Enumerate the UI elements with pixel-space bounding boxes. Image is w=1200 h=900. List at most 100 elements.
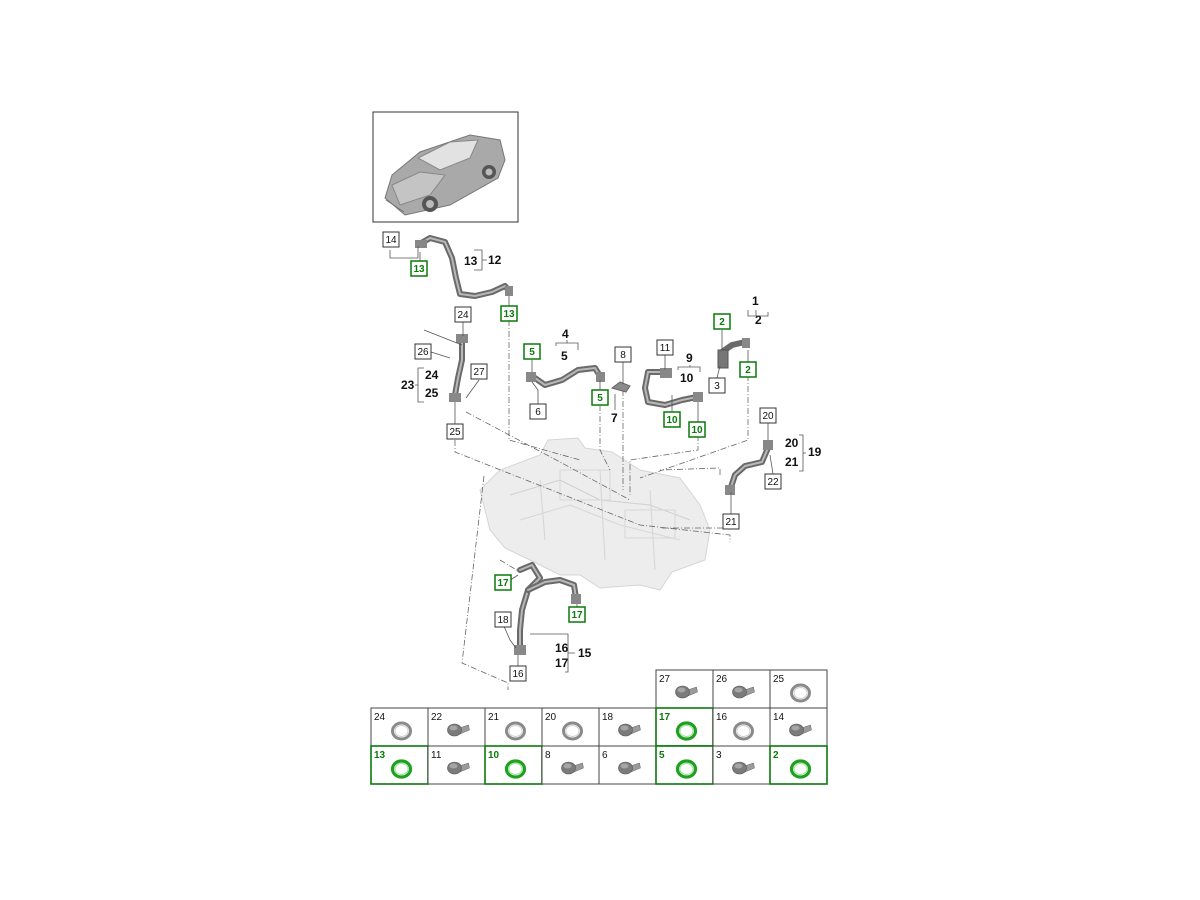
o-ring-icon	[562, 721, 583, 741]
part-cell-2: 2	[769, 745, 828, 785]
callout-8: 8	[614, 346, 632, 363]
callout-6: 6	[529, 403, 547, 420]
part-number: 8	[545, 750, 551, 761]
callout-18: 18	[494, 611, 512, 628]
o-ring-green-icon	[504, 759, 527, 779]
o-ring-icon	[391, 721, 412, 741]
callout-13: 13	[500, 305, 518, 322]
part-cell-8: 8	[541, 745, 600, 785]
group-7-total: 7	[611, 411, 618, 425]
group-15-total: 15	[578, 646, 592, 660]
callout-5: 5	[591, 389, 609, 406]
part-cell-26: 26	[712, 669, 771, 709]
callout-27: 27	[470, 363, 488, 380]
group-15: 16 17 15	[530, 633, 592, 673]
hose-19	[725, 440, 773, 495]
group-12-total: 12	[488, 253, 502, 267]
group-1-item-a: 2	[755, 313, 762, 327]
callout-text: 8	[620, 350, 626, 361]
callout-10: 10	[688, 421, 706, 438]
bolt-icon	[618, 761, 641, 775]
callout-text: 13	[413, 264, 425, 275]
callout-text: 22	[767, 477, 779, 488]
part-cell-10: 10	[484, 745, 543, 785]
part-number: 20	[545, 712, 557, 723]
part-number: 21	[488, 712, 500, 723]
o-ring-green-icon	[675, 759, 698, 779]
callout-20: 20	[759, 407, 777, 424]
part-cell-14: 14	[769, 707, 828, 747]
callout-text: 14	[385, 235, 397, 246]
callout-16: 16	[509, 665, 527, 682]
vehicle-thumbnail	[372, 111, 519, 223]
part-cell-5: 5	[655, 745, 714, 785]
callout-text: 13	[503, 309, 515, 320]
o-ring-icon	[505, 721, 526, 741]
callout-2: 2	[739, 361, 757, 378]
bolt-icon	[447, 761, 470, 775]
callout-labels: 1413132426272556581110102322022211717181…	[382, 231, 782, 682]
group-19: 20 21 19	[785, 434, 822, 472]
callout-22: 22	[764, 473, 782, 490]
callout-text: 26	[417, 347, 429, 358]
hose-1	[717, 338, 750, 369]
group-23-total: 23	[401, 378, 415, 392]
callout-text: 20	[762, 411, 774, 422]
hose-4	[526, 365, 605, 388]
part-number: 22	[431, 712, 443, 723]
o-ring-green-icon	[789, 759, 812, 779]
group-12: 13 12	[464, 249, 502, 271]
group-9: 9 10	[677, 351, 701, 385]
callout-text: 3	[714, 381, 720, 392]
part-cell-3: 3	[712, 745, 771, 785]
callout-17: 17	[494, 574, 512, 591]
part-cell-22: 22	[427, 707, 486, 747]
hose-9	[642, 368, 703, 408]
part-cell-16: 16	[712, 707, 771, 747]
group-1: 1 2	[747, 294, 769, 327]
part-number: 11	[431, 750, 442, 761]
group-12-item-a: 13	[464, 254, 478, 268]
part-number: 26	[716, 674, 728, 685]
callout-2: 2	[713, 313, 731, 330]
o-ring-icon	[790, 683, 811, 703]
group-23-item-a: 24	[425, 368, 439, 382]
callout-24: 24	[454, 306, 472, 323]
group-15-item-a: 16	[555, 641, 569, 655]
group-19-item-b: 21	[785, 455, 799, 469]
part-number: 2	[773, 750, 779, 761]
engine-block	[479, 437, 711, 591]
hose-12	[415, 235, 513, 299]
part-number: 13	[374, 750, 386, 761]
part-number: 18	[602, 712, 614, 723]
callout-text: 17	[571, 610, 583, 621]
callout-17: 17	[568, 606, 586, 623]
group-4-item-a: 5	[561, 349, 568, 363]
callout-11: 11	[656, 339, 674, 356]
o-ring-icon	[733, 721, 754, 741]
bolt-icon	[447, 723, 470, 737]
bolt-icon	[732, 685, 755, 699]
callout-13: 13	[410, 260, 428, 277]
part-cell-27: 27	[655, 669, 714, 709]
group-19-item-a: 20	[785, 436, 799, 450]
group-23: 23 24 25	[401, 367, 439, 403]
callout-text: 16	[512, 669, 524, 680]
part-number: 16	[716, 712, 728, 723]
callout-10: 10	[663, 411, 681, 428]
group-9-total: 9	[686, 351, 693, 365]
callout-21: 21	[722, 513, 740, 530]
part-number: 5	[659, 750, 665, 761]
part-cell-13: 13	[370, 745, 429, 785]
hose-23	[449, 334, 468, 402]
callout-text: 18	[497, 615, 509, 626]
part-cell-11: 11	[427, 745, 486, 785]
group-4-total: 4	[562, 327, 569, 341]
group-19-total: 19	[808, 445, 822, 459]
bolt-icon	[675, 685, 698, 699]
callout-14: 14	[382, 231, 400, 248]
callout-text: 10	[666, 415, 678, 426]
callout-text: 5	[529, 347, 535, 358]
